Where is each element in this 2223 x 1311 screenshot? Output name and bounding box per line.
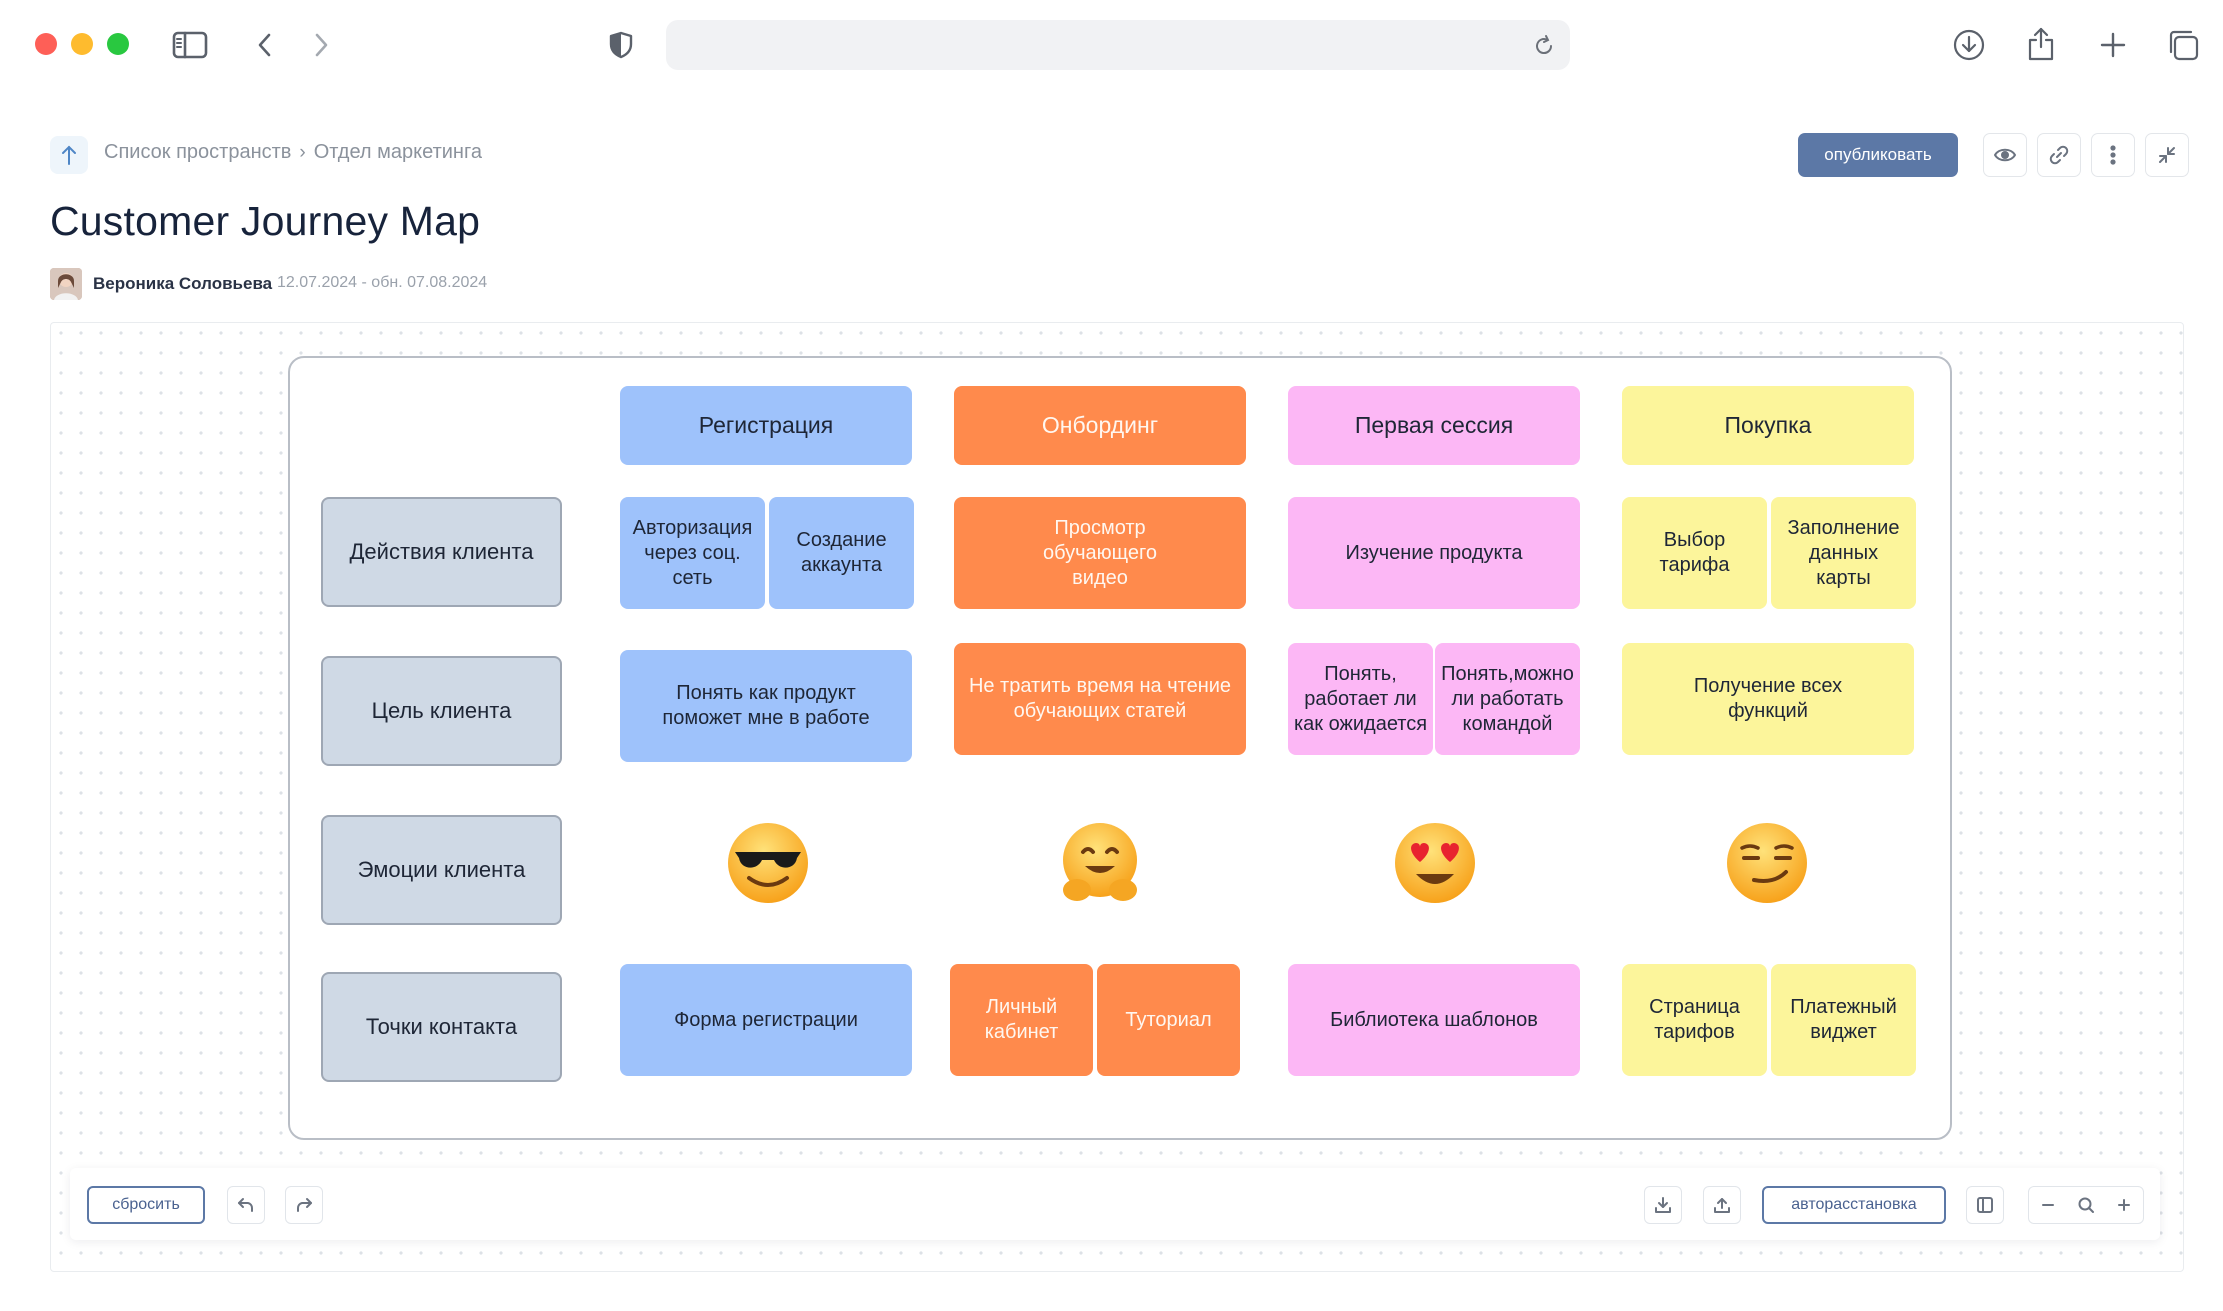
back-button[interactable]	[250, 28, 280, 62]
breadcrumb-spaces-link[interactable]: Список пространств	[104, 141, 292, 163]
sticky-create-account[interactable]: Создание аккаунта	[769, 497, 914, 609]
sunglasses-emoji-icon[interactable]	[723, 818, 813, 908]
eye-icon	[1994, 148, 2016, 162]
privacy-shield-button[interactable]	[604, 28, 638, 62]
breadcrumb-separator-icon: ›	[299, 141, 306, 163]
back-icon	[258, 33, 271, 57]
download-board-button[interactable]	[1644, 1186, 1682, 1224]
redo-button[interactable]	[285, 1186, 323, 1224]
side-panel-button[interactable]	[1966, 1186, 2004, 1224]
smirk-emoji-icon[interactable]	[1722, 818, 1812, 908]
reload-icon[interactable]	[1532, 34, 1556, 58]
stage-header-purchase[interactable]: Покупка	[1622, 386, 1914, 465]
avatar-image-icon	[50, 268, 82, 300]
sticky-fill-card[interactable]: Заполнение данных карты	[1771, 497, 1916, 609]
row-label-actions[interactable]: Действия клиента	[321, 497, 562, 607]
sticky-registration-form[interactable]: Форма регистрации	[620, 964, 912, 1076]
sticky-goal-works-as-expected[interactable]: Понять, работает ли как ожидается	[1288, 643, 1433, 755]
sidebar-toggle-button[interactable]	[170, 28, 210, 62]
sticky-watch-video[interactable]: Просмотр обучающего видео	[954, 497, 1246, 609]
redo-icon	[297, 1198, 312, 1212]
link-icon	[2049, 145, 2069, 165]
author-avatar	[50, 268, 82, 300]
zoom-fit-icon	[2078, 1197, 2094, 1213]
sticky-tutorial[interactable]: Туториал	[1097, 964, 1240, 1076]
preview-button[interactable]	[1983, 133, 2027, 177]
address-bar[interactable]	[666, 20, 1570, 70]
heart-eyes-emoji-icon[interactable]	[1390, 818, 1480, 908]
window-close-button[interactable]	[35, 33, 57, 55]
new-tab-button[interactable]	[2094, 26, 2132, 64]
zoom-controls	[2028, 1186, 2144, 1224]
sticky-explore-product[interactable]: Изучение продукта	[1288, 497, 1580, 609]
autolayout-button[interactable]: авторасстановка	[1762, 1186, 1946, 1224]
downloads-button[interactable]	[1950, 26, 1988, 64]
collapse-button[interactable]	[2145, 133, 2189, 177]
arrow-up-icon	[62, 145, 76, 165]
tab-overview-button[interactable]	[2164, 26, 2202, 64]
breadcrumb: Список пространств › Отдел маркетинга	[104, 141, 482, 164]
upload-icon	[1714, 1198, 1730, 1213]
window-maximize-button[interactable]	[107, 33, 129, 55]
forward-button[interactable]	[306, 28, 336, 62]
window-minimize-button[interactable]	[71, 33, 93, 55]
share-button[interactable]	[2022, 24, 2060, 64]
upload-board-button[interactable]	[1703, 1186, 1741, 1224]
stage-header-registration[interactable]: Регистрация	[620, 386, 912, 465]
hugging-emoji-icon[interactable]	[1055, 818, 1145, 908]
stage-header-onboarding[interactable]: Онбординг	[954, 386, 1246, 465]
sticky-goal-onboarding[interactable]: Не тратить время на чтение обучающих ста…	[954, 643, 1246, 755]
author-name[interactable]: Вероника Соловьева	[93, 274, 273, 293]
row-label-goal[interactable]: Цель клиента	[321, 656, 562, 766]
more-options-button[interactable]	[2091, 133, 2135, 177]
panel-icon	[1977, 1197, 1993, 1213]
sidebar-icon	[172, 31, 208, 59]
undo-button[interactable]	[227, 1186, 265, 1224]
row-label-emotions[interactable]: Эмоции клиента	[321, 815, 562, 925]
forward-icon	[315, 33, 328, 57]
zoom-in-button[interactable]	[2105, 1197, 2143, 1213]
download-icon	[1655, 1197, 1671, 1213]
shield-icon	[609, 31, 633, 59]
sticky-auth-social[interactable]: Авторизация через соц. сеть	[620, 497, 765, 609]
share-icon	[2028, 27, 2054, 61]
sticky-choose-tariff[interactable]: Выбор тарифа	[1622, 497, 1767, 609]
publish-button[interactable]: опубликовать	[1798, 133, 1958, 177]
reset-button[interactable]: сбросить	[87, 1186, 205, 1224]
sticky-goal-purchase[interactable]: Получение всех функций	[1622, 643, 1914, 755]
navigate-up-button[interactable]	[50, 136, 88, 174]
tabs-icon	[2169, 30, 2199, 61]
more-icon	[2110, 145, 2116, 165]
download-icon	[1953, 29, 1985, 61]
zoom-in-icon	[2118, 1199, 2130, 1211]
sticky-template-library[interactable]: Библиотека шаблонов	[1288, 964, 1580, 1076]
zoom-out-icon	[2042, 1204, 2054, 1206]
breadcrumb-marketing-link[interactable]: Отдел маркетинга	[313, 141, 482, 163]
sticky-goal-team-work[interactable]: Понять,можно ли работать командой	[1435, 643, 1580, 755]
sticky-goal-registration[interactable]: Понять как продукт поможет мне в работе	[620, 650, 912, 762]
sticky-payment-widget[interactable]: Платежный виджет	[1771, 964, 1916, 1076]
sticky-pricing-page[interactable]: Страница тарифов	[1622, 964, 1767, 1076]
row-label-touchpoints[interactable]: Точки контакта	[321, 972, 562, 1082]
zoom-out-button[interactable]	[2029, 1197, 2067, 1213]
sticky-personal-account[interactable]: Личный кабинет	[950, 964, 1093, 1076]
page-title: Customer Journey Map	[50, 198, 481, 244]
new-tab-icon	[2100, 32, 2126, 58]
zoom-fit-button[interactable]	[2067, 1196, 2105, 1214]
copy-link-button[interactable]	[2037, 133, 2081, 177]
document-dates: 12.07.2024 - обн. 07.08.2024	[277, 274, 488, 291]
stage-header-first-session[interactable]: Первая сессия	[1288, 386, 1580, 465]
undo-icon	[238, 1198, 253, 1212]
collapse-icon	[2159, 147, 2175, 163]
